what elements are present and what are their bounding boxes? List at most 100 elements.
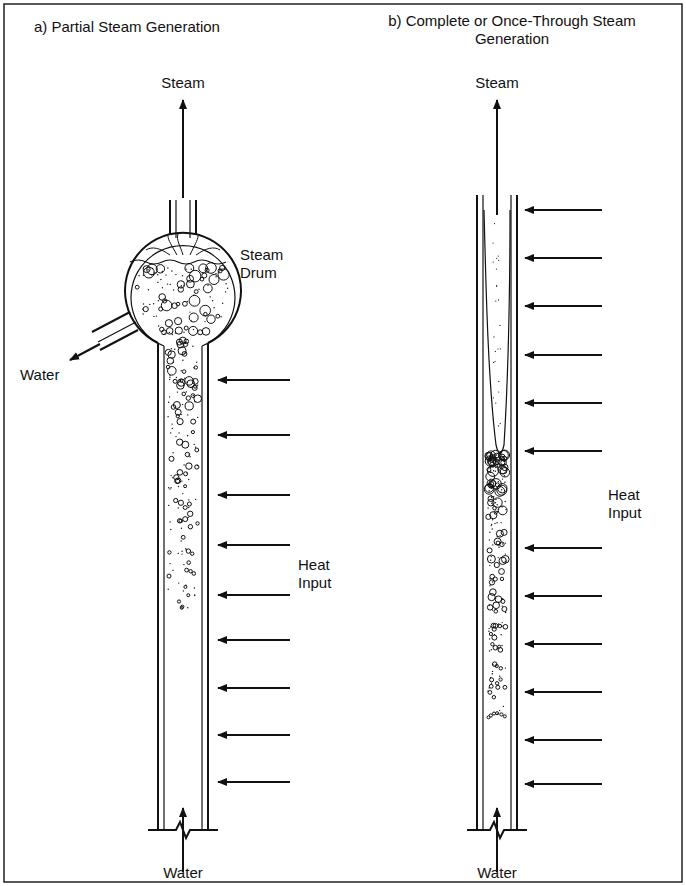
bubble (487, 548, 492, 553)
bubble (143, 267, 144, 268)
bubble (177, 470, 183, 476)
bubble (498, 624, 501, 627)
bubble (177, 382, 185, 390)
bubble (499, 710, 500, 711)
bubble (158, 300, 159, 301)
bubble (485, 456, 495, 466)
bubble (143, 307, 148, 312)
bubble (492, 609, 493, 610)
bubble (149, 304, 150, 305)
bubble (501, 645, 502, 646)
bubble (183, 564, 184, 565)
heat-arrow (218, 494, 290, 496)
bubble (194, 595, 195, 596)
bubble (495, 351, 496, 352)
heat-arrow (525, 402, 602, 404)
bubble (505, 561, 506, 562)
bubble (501, 634, 502, 635)
bubble (184, 585, 187, 588)
bubble (181, 551, 182, 552)
bubble (196, 362, 197, 363)
bubble (182, 392, 186, 396)
bubble (157, 282, 158, 283)
heat-label: Heat Input (298, 556, 348, 592)
bubble (496, 522, 497, 523)
bubble (168, 367, 177, 376)
bubble (219, 269, 220, 270)
bubble (489, 684, 493, 688)
bubble (189, 326, 198, 335)
bubble (500, 542, 505, 547)
bubble (488, 691, 492, 695)
bubble (173, 362, 174, 363)
bubble (206, 263, 217, 274)
bubble (171, 348, 172, 349)
bubble (138, 275, 139, 276)
bubble (498, 484, 507, 493)
bubble (185, 264, 194, 273)
bubble (491, 503, 492, 504)
bubble (194, 587, 195, 588)
bubble (169, 488, 170, 489)
bubble (492, 673, 493, 674)
bubble (147, 269, 148, 270)
bubble (503, 715, 506, 718)
bubble (185, 377, 194, 386)
bubble (492, 519, 493, 520)
bubble (189, 295, 200, 306)
bubble (194, 385, 197, 388)
bubble (184, 326, 188, 330)
bubble (505, 542, 506, 543)
bubble (192, 346, 193, 347)
bubble (171, 304, 172, 305)
bubble (503, 706, 504, 707)
bubble (493, 712, 496, 715)
bubble (189, 311, 190, 312)
bubble (491, 683, 492, 684)
bubble (172, 303, 178, 309)
bubble (494, 223, 495, 224)
bubble (185, 402, 193, 410)
tube-b (467, 100, 527, 872)
bubble (184, 352, 185, 353)
bubble (495, 471, 496, 472)
bubble (494, 562, 499, 567)
heat-arrow (525, 547, 602, 549)
bubble (165, 274, 166, 275)
heat-label: Heat Input (608, 486, 658, 522)
bubble (487, 605, 492, 610)
bubble (496, 258, 497, 259)
bubble (493, 336, 494, 337)
bubble (496, 685, 500, 689)
bubble (505, 553, 506, 554)
bubble (498, 509, 499, 510)
bubble (168, 487, 169, 488)
bubble (166, 328, 173, 335)
heat-arrow (525, 691, 602, 693)
flow-label: Steam (475, 74, 518, 92)
bubble (503, 685, 507, 689)
bubble (193, 329, 194, 330)
bubble (212, 300, 213, 301)
bubble (488, 594, 495, 601)
bubble (165, 320, 172, 327)
bubble (169, 396, 170, 397)
bubble (153, 316, 154, 317)
bubble (189, 454, 190, 455)
bubble (142, 313, 143, 314)
bubble (147, 264, 158, 275)
bubble (181, 540, 182, 541)
bubble (488, 687, 489, 688)
bubble (185, 452, 189, 456)
bubble (175, 332, 176, 333)
heat-arrow (525, 257, 602, 259)
bubble (191, 419, 196, 424)
bubble (495, 467, 496, 468)
bubble (487, 507, 488, 508)
bubbles (135, 223, 509, 719)
bubble (500, 450, 510, 460)
bubble (186, 382, 187, 383)
bubble (220, 265, 225, 270)
bubble (175, 327, 182, 334)
bubble (153, 303, 154, 304)
